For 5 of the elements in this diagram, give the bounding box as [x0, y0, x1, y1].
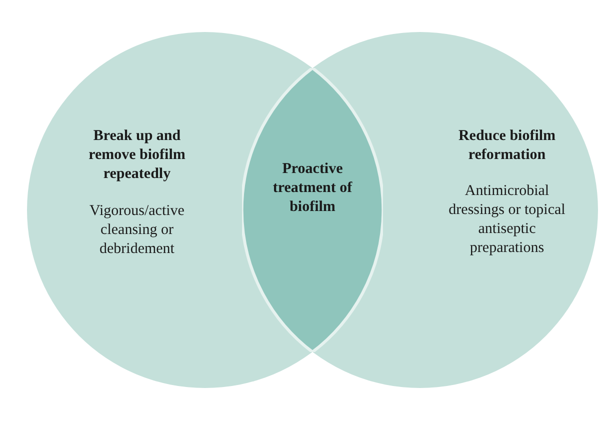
heading-text: Reduce biofilm reformation [457, 127, 557, 165]
heading-text: Break up and remove biofilm repeatedly [88, 127, 186, 184]
heading-text: Proactive treatment of biofilm [272, 160, 354, 217]
body-text: Vigorous/active cleansing or debridement [88, 202, 186, 259]
body-text: Antimicrobial dressings or topical antiseptic preparations [448, 182, 566, 258]
